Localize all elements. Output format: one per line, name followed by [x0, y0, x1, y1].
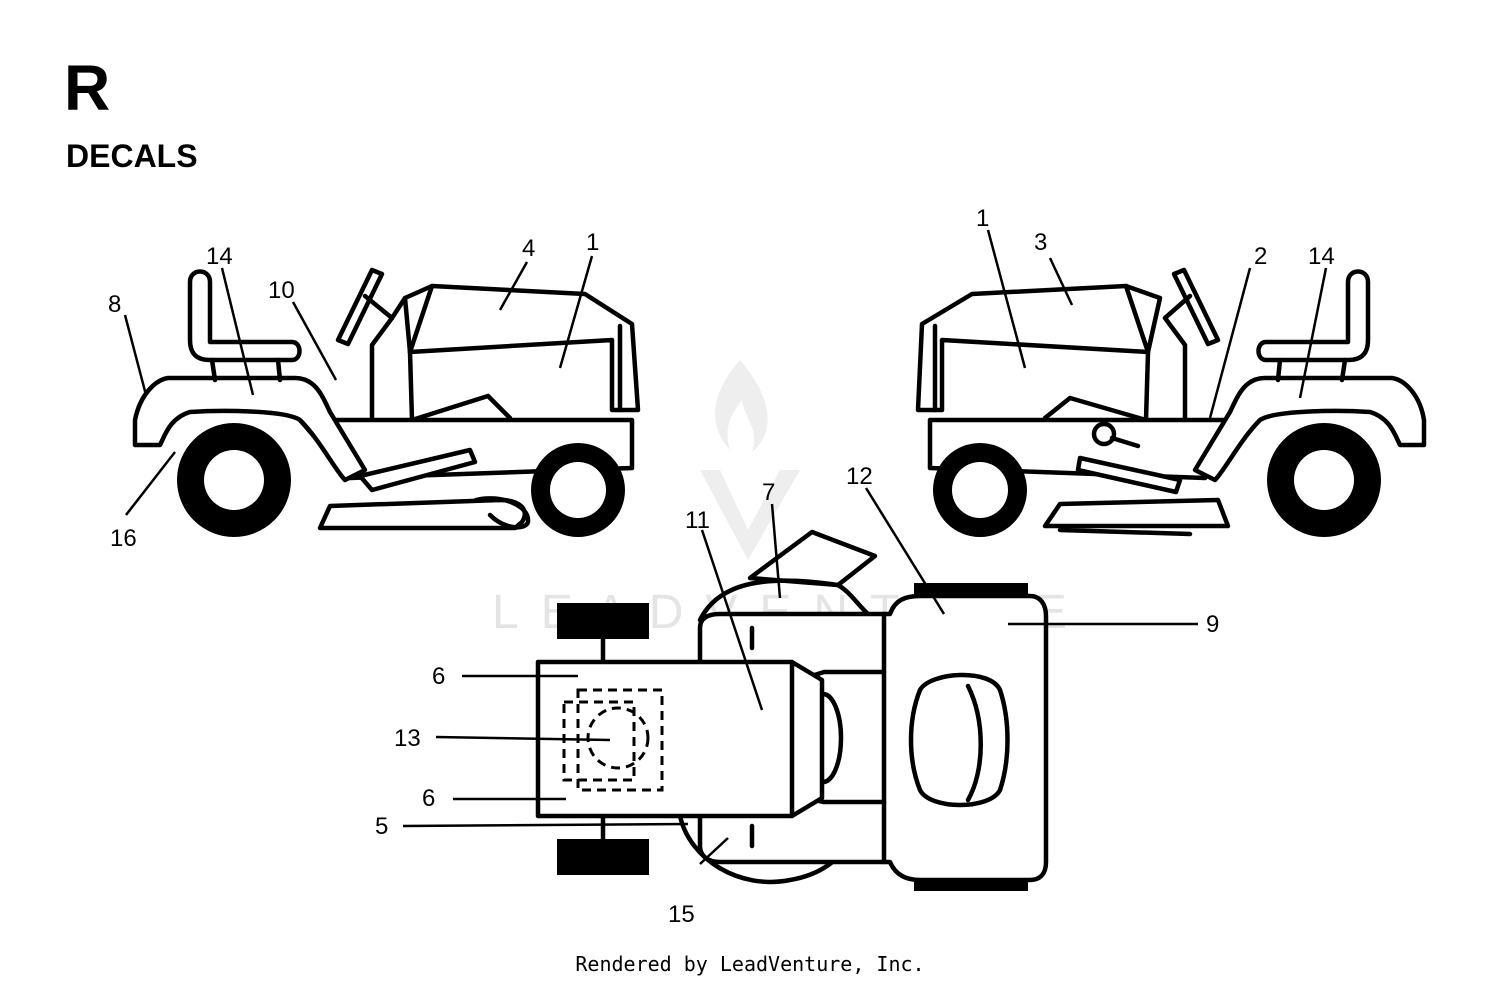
callout-1: 1 — [976, 205, 989, 232]
callout-14: 14 — [1308, 243, 1335, 270]
callout-6-lower: 6 — [422, 785, 435, 812]
foot-pedal — [357, 447, 478, 493]
rear-fender — [132, 375, 368, 483]
front-right-tire — [557, 839, 649, 875]
rear-rim — [1294, 450, 1354, 510]
callout-7: 7 — [762, 479, 775, 506]
callout-9: 9 — [1206, 611, 1219, 638]
section-title: DECALS — [66, 138, 198, 174]
steering-wheel — [1171, 267, 1221, 347]
callout-11: 11 — [685, 507, 710, 534]
front-rim — [952, 462, 1008, 518]
steering-column — [1162, 293, 1193, 423]
callout-4: 4 — [522, 235, 535, 262]
lever — [1109, 435, 1141, 449]
watermark-v-icon — [700, 470, 800, 560]
seat — [1256, 269, 1371, 363]
front-left-tire — [557, 603, 649, 639]
hood — [402, 283, 641, 413]
tractor-left-side-view: 8 14 10 4 1 16 — [108, 229, 641, 552]
hood-lower-line — [1042, 349, 1151, 423]
section-letter: R — [64, 52, 111, 124]
callout-6-upper: 6 — [432, 663, 445, 690]
deck-hook — [473, 496, 531, 530]
hood-panel-line — [1123, 283, 1151, 355]
rear-rim — [204, 450, 264, 510]
steering-wheel — [335, 267, 385, 347]
rear-fender — [1192, 375, 1427, 483]
discharge-chute — [747, 529, 878, 588]
seat — [187, 269, 302, 363]
callout-8: 8 — [108, 291, 121, 318]
tractor-right-side-view: 1 3 2 14 — [915, 205, 1427, 537]
hood — [915, 283, 1163, 413]
seat-contour — [965, 683, 983, 803]
steering-column — [362, 293, 395, 423]
tractor-top-view: 7 11 12 9 6 13 6 5 15 — [375, 463, 1219, 928]
hood-lower-line — [407, 349, 513, 423]
mower-deck — [317, 497, 527, 531]
hood-panel-line — [407, 283, 435, 355]
seat-mount — [209, 357, 283, 383]
callout-10: 10 — [268, 277, 295, 304]
front-rim — [550, 462, 606, 518]
callout-5: 5 — [375, 813, 388, 840]
callout-14: 14 — [206, 243, 233, 270]
mower-deck — [1042, 497, 1231, 529]
callout-2: 2 — [1254, 243, 1267, 270]
footer-credit: Rendered by LeadVenture, Inc. — [575, 952, 925, 976]
callout-13: 13 — [394, 725, 421, 752]
decal-area-circle — [586, 706, 650, 770]
dash — [389, 295, 408, 321]
watermark-flame-icon — [715, 360, 768, 452]
callout-3: 3 — [1034, 229, 1047, 256]
lever-knob — [1091, 421, 1117, 447]
decal-area-inner — [562, 700, 636, 782]
deck-lower-line — [1057, 527, 1193, 537]
callout-12: 12 — [846, 463, 873, 490]
seat-mount — [1275, 357, 1348, 383]
callout-1: 1 — [586, 229, 599, 256]
seat-top — [908, 672, 1010, 808]
callout-15: 15 — [668, 901, 695, 928]
deck-outline-top — [697, 578, 871, 623]
callout-16: 16 — [110, 525, 137, 552]
foot-pedal — [1075, 455, 1183, 495]
